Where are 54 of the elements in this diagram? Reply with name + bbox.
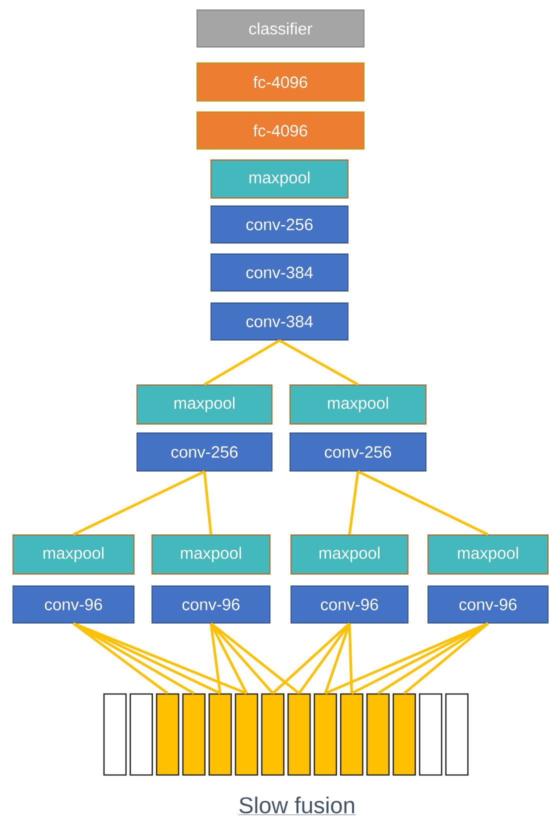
layer-box: fc-4096: [196, 112, 364, 150]
layer-box: maxpool: [428, 534, 548, 574]
connector-line: [351, 622, 489, 695]
layer-box: conv-256: [136, 432, 272, 472]
layer-box: maxpool: [136, 384, 272, 424]
connector-line: [403, 622, 489, 694]
connector-line: [73, 622, 247, 695]
frame-box: [366, 693, 390, 776]
connector-line: [377, 622, 489, 694]
layer-box: maxpool: [290, 384, 426, 424]
connector-line: [204, 339, 280, 386]
connector-line: [210, 622, 274, 694]
layer-box: conv-384: [210, 254, 348, 292]
connector-line: [348, 471, 360, 535]
layer-box: maxpool: [210, 160, 348, 198]
frame-box: [445, 693, 469, 776]
layer-box: conv-96: [152, 586, 270, 624]
classifier-box: classifier: [196, 10, 364, 48]
connector-line: [203, 471, 212, 535]
frame-box: [103, 693, 127, 776]
layer-box: conv-256: [210, 206, 348, 244]
connector-line: [210, 622, 248, 694]
connector-line: [272, 622, 350, 694]
layer-box: fc-4096: [196, 62, 364, 102]
connector-line: [298, 622, 351, 694]
frame-box: [156, 693, 180, 776]
frame-box: [287, 693, 311, 776]
caption: Slow fusion: [238, 796, 356, 816]
frame-box: [234, 693, 258, 776]
frame-box: [340, 693, 364, 776]
frame-box: [182, 693, 206, 776]
connector-line: [348, 623, 353, 694]
connector-line: [210, 622, 300, 694]
connector-line: [72, 622, 221, 695]
frame-box: [208, 693, 232, 776]
connector-line: [72, 470, 206, 536]
frame-box: [130, 693, 153, 776]
connector-line: [72, 622, 168, 694]
frame-box: [261, 693, 284, 776]
connector-line: [324, 623, 351, 694]
layer-box: conv-256: [290, 432, 426, 472]
frame-box: [418, 693, 442, 776]
layer-box: conv-384: [210, 302, 348, 340]
layer-box: conv-96: [428, 586, 548, 624]
layer-box: maxpool: [12, 534, 134, 574]
connector-line: [210, 623, 222, 694]
connector-line: [357, 470, 489, 536]
layer-box: conv-96: [290, 586, 408, 624]
layer-box: maxpool: [152, 534, 270, 574]
frame-box: [392, 693, 416, 776]
frame-box: [314, 693, 338, 776]
layer-box: conv-96: [12, 586, 134, 624]
connector-line: [278, 339, 359, 386]
layer-box: maxpool: [290, 534, 408, 574]
